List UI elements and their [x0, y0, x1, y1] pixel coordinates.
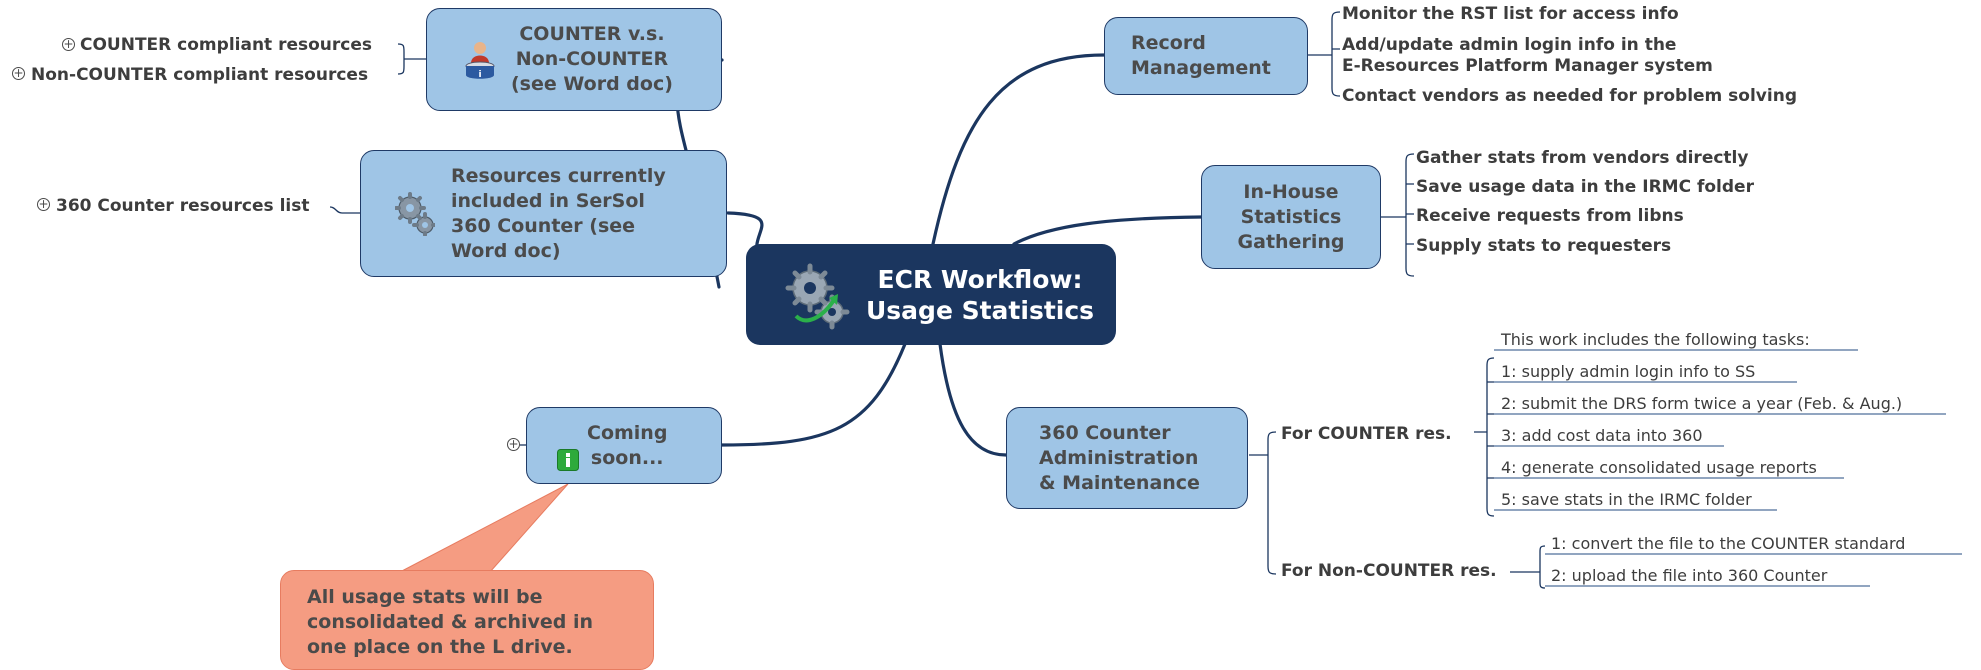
expand-icon[interactable]: + [62, 37, 75, 51]
person-info-icon: i [465, 39, 495, 81]
task-item[interactable]: 1: supply admin login info to SS [1501, 362, 1756, 381]
subtopic-add-update-login[interactable]: Add/update admin login info in the E-Res… [1342, 35, 1713, 76]
subtopic-counter-compliant[interactable]: COUNTER compliant resources [80, 35, 373, 55]
task-item[interactable]: 4: generate consolidated usage reports [1501, 458, 1817, 477]
topic-resources-360-counter[interactable]: Resources currently included in SerSol 3… [360, 150, 727, 277]
topic-label: COUNTER v.s. Non-COUNTER (see Word doc) [511, 23, 673, 95]
bracket-resources [329, 206, 360, 214]
subtopic-gather-stats[interactable]: Gather stats from vendors directly [1416, 148, 1749, 168]
topic-label: 360 Counter Administration & Maintenance [1039, 421, 1200, 494]
bracket-inhouse [1380, 153, 1415, 277]
topic-label: Record Management [1131, 32, 1271, 79]
topic-counter-vs-noncounter[interactable]: i COUNTER v.s. Non-COUNTER (see Word doc… [426, 8, 722, 111]
task-item[interactable]: 5: save stats in the IRMC folder [1501, 490, 1752, 509]
bracket-record [1307, 11, 1341, 97]
branch-admin [938, 342, 1008, 457]
expand-icon[interactable]: + [507, 437, 520, 451]
subtopic-monitor-rst[interactable]: Monitor the RST list for access info [1342, 4, 1679, 24]
svg-text:i: i [478, 70, 481, 80]
bracket-counter-vs [397, 43, 426, 75]
subtopic-for-counter-res[interactable]: For COUNTER res. [1281, 424, 1452, 444]
callout-tail [399, 483, 569, 573]
topic-label: In-House Statistics Gathering [1237, 180, 1345, 253]
subtopic-save-usage-data[interactable]: Save usage data in the IRMC folder [1416, 177, 1754, 197]
gears-icon [394, 191, 437, 237]
topic-record-management[interactable]: Record Management [1104, 17, 1308, 95]
subtopic-360-resources-list[interactable]: 360 Counter resources list [56, 196, 310, 216]
task-item[interactable]: 3: add cost data into 360 [1501, 426, 1703, 445]
subtopic-contact-vendors[interactable]: Contact vendors as needed for problem so… [1342, 86, 1797, 106]
task-intro: This work includes the following tasks: [1501, 330, 1810, 349]
expand-icon[interactable]: + [12, 66, 25, 80]
subtopic-supply-stats[interactable]: Supply stats to requesters [1416, 236, 1672, 256]
topic-label: Resources currently included in SerSol 3… [451, 164, 666, 262]
topic-360-counter-admin[interactable]: 360 Counter Administration & Maintenance [1006, 407, 1248, 509]
branch-coming [720, 342, 907, 447]
gears-arrow-icon [782, 260, 852, 330]
subtopic-receive-requests[interactable]: Receive requests from libns [1416, 206, 1684, 226]
topic-in-house-statistics[interactable]: In-House Statistics Gathering [1201, 165, 1381, 269]
bracket-counter-tasks [1474, 357, 1495, 517]
branch-inhouse [1012, 215, 1203, 246]
task-item[interactable]: 2: upload the file into 360 Counter [1551, 566, 1828, 585]
expand-icon[interactable]: + [37, 197, 50, 211]
info-icon [557, 448, 579, 471]
central-topic[interactable]: ECR Workflow: Usage Statistics [746, 244, 1116, 345]
branch-record [931, 53, 1106, 246]
central-title: ECR Workflow: Usage Statistics [866, 264, 1095, 325]
callout-note: All usage stats will be consolidated & a… [280, 570, 654, 670]
task-item[interactable]: 1: convert the file to the COUNTER stand… [1551, 534, 1906, 553]
subtopic-noncounter-compliant[interactable]: Non-COUNTER compliant resources [31, 65, 369, 85]
topic-label: Coming soon... [587, 421, 668, 469]
topic-coming-soon[interactable]: Coming soon... [526, 407, 722, 484]
subtopic-for-noncounter-res[interactable]: For Non-COUNTER res. [1281, 561, 1497, 581]
task-item[interactable]: 2: submit the DRS form twice a year (Feb… [1501, 394, 1903, 413]
bracket-noncounter-tasks [1510, 545, 1546, 589]
bracket-admin [1249, 431, 1277, 575]
